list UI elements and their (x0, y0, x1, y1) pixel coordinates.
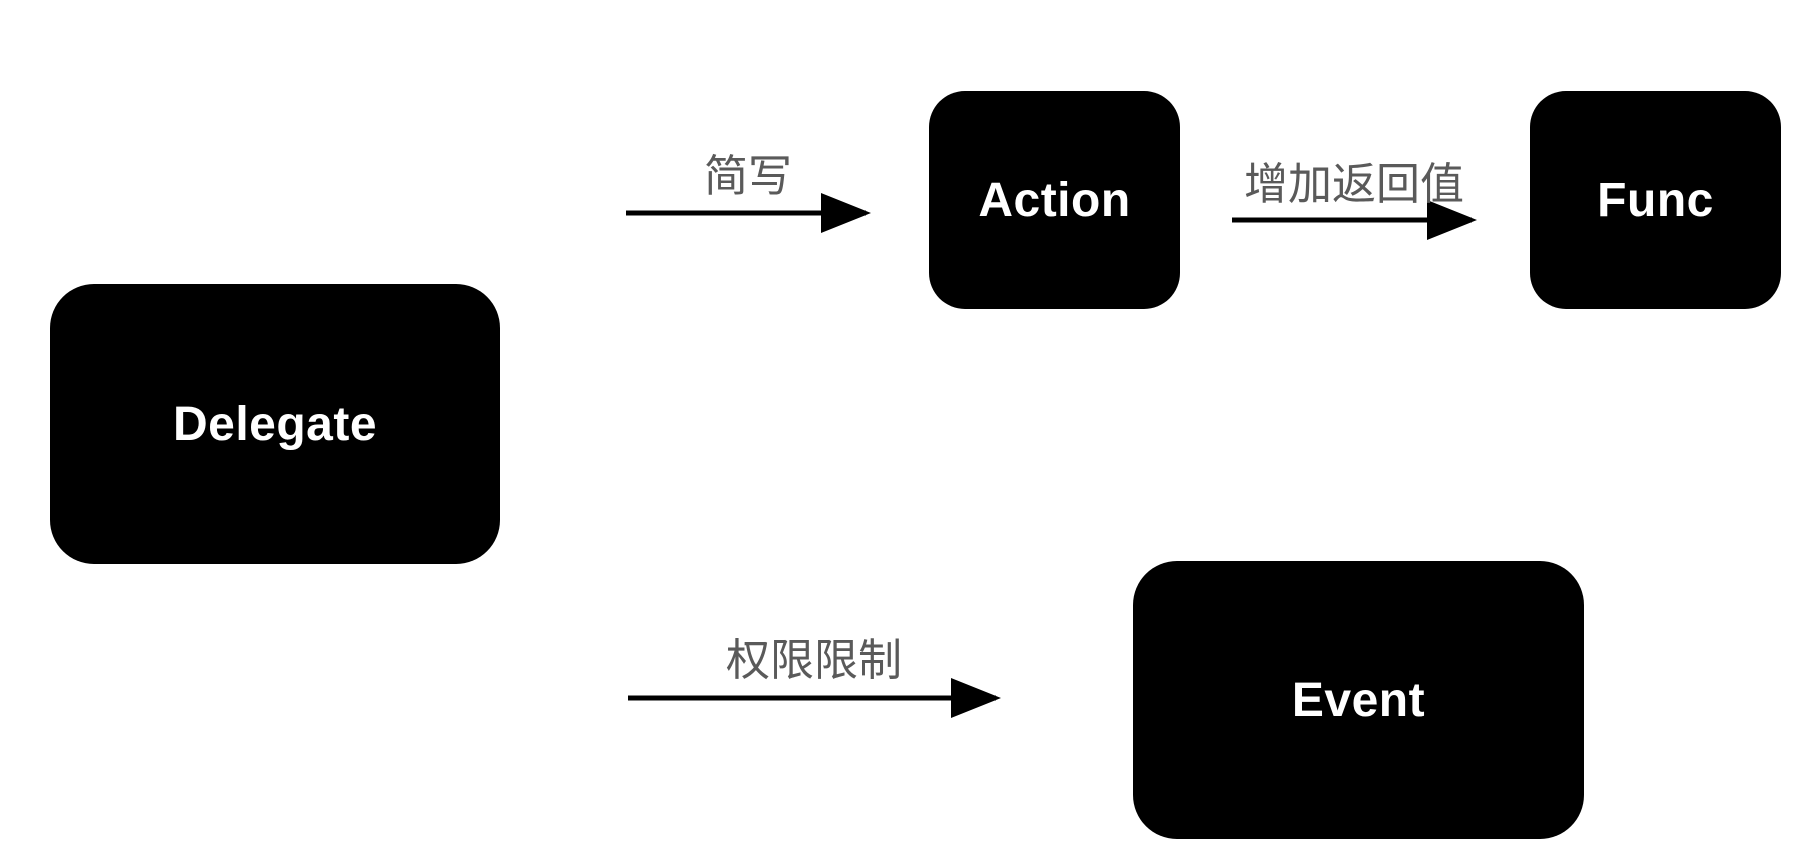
node-event: Event (1133, 561, 1584, 839)
node-delegate-label: Delegate (172, 397, 378, 451)
node-event-label: Event (1291, 673, 1426, 727)
node-func: Func (1530, 91, 1781, 309)
node-delegate: Delegate (50, 284, 500, 564)
node-action: Action (929, 91, 1180, 309)
edge-label-action-func: 增加返回值 (1244, 159, 1464, 210)
edge-label-delegate-event: 权限限制 (726, 635, 902, 686)
edge-label-delegate-action: 简写 (704, 151, 792, 202)
node-func-label: Func (1597, 173, 1714, 227)
node-action-label: Action (978, 173, 1131, 227)
